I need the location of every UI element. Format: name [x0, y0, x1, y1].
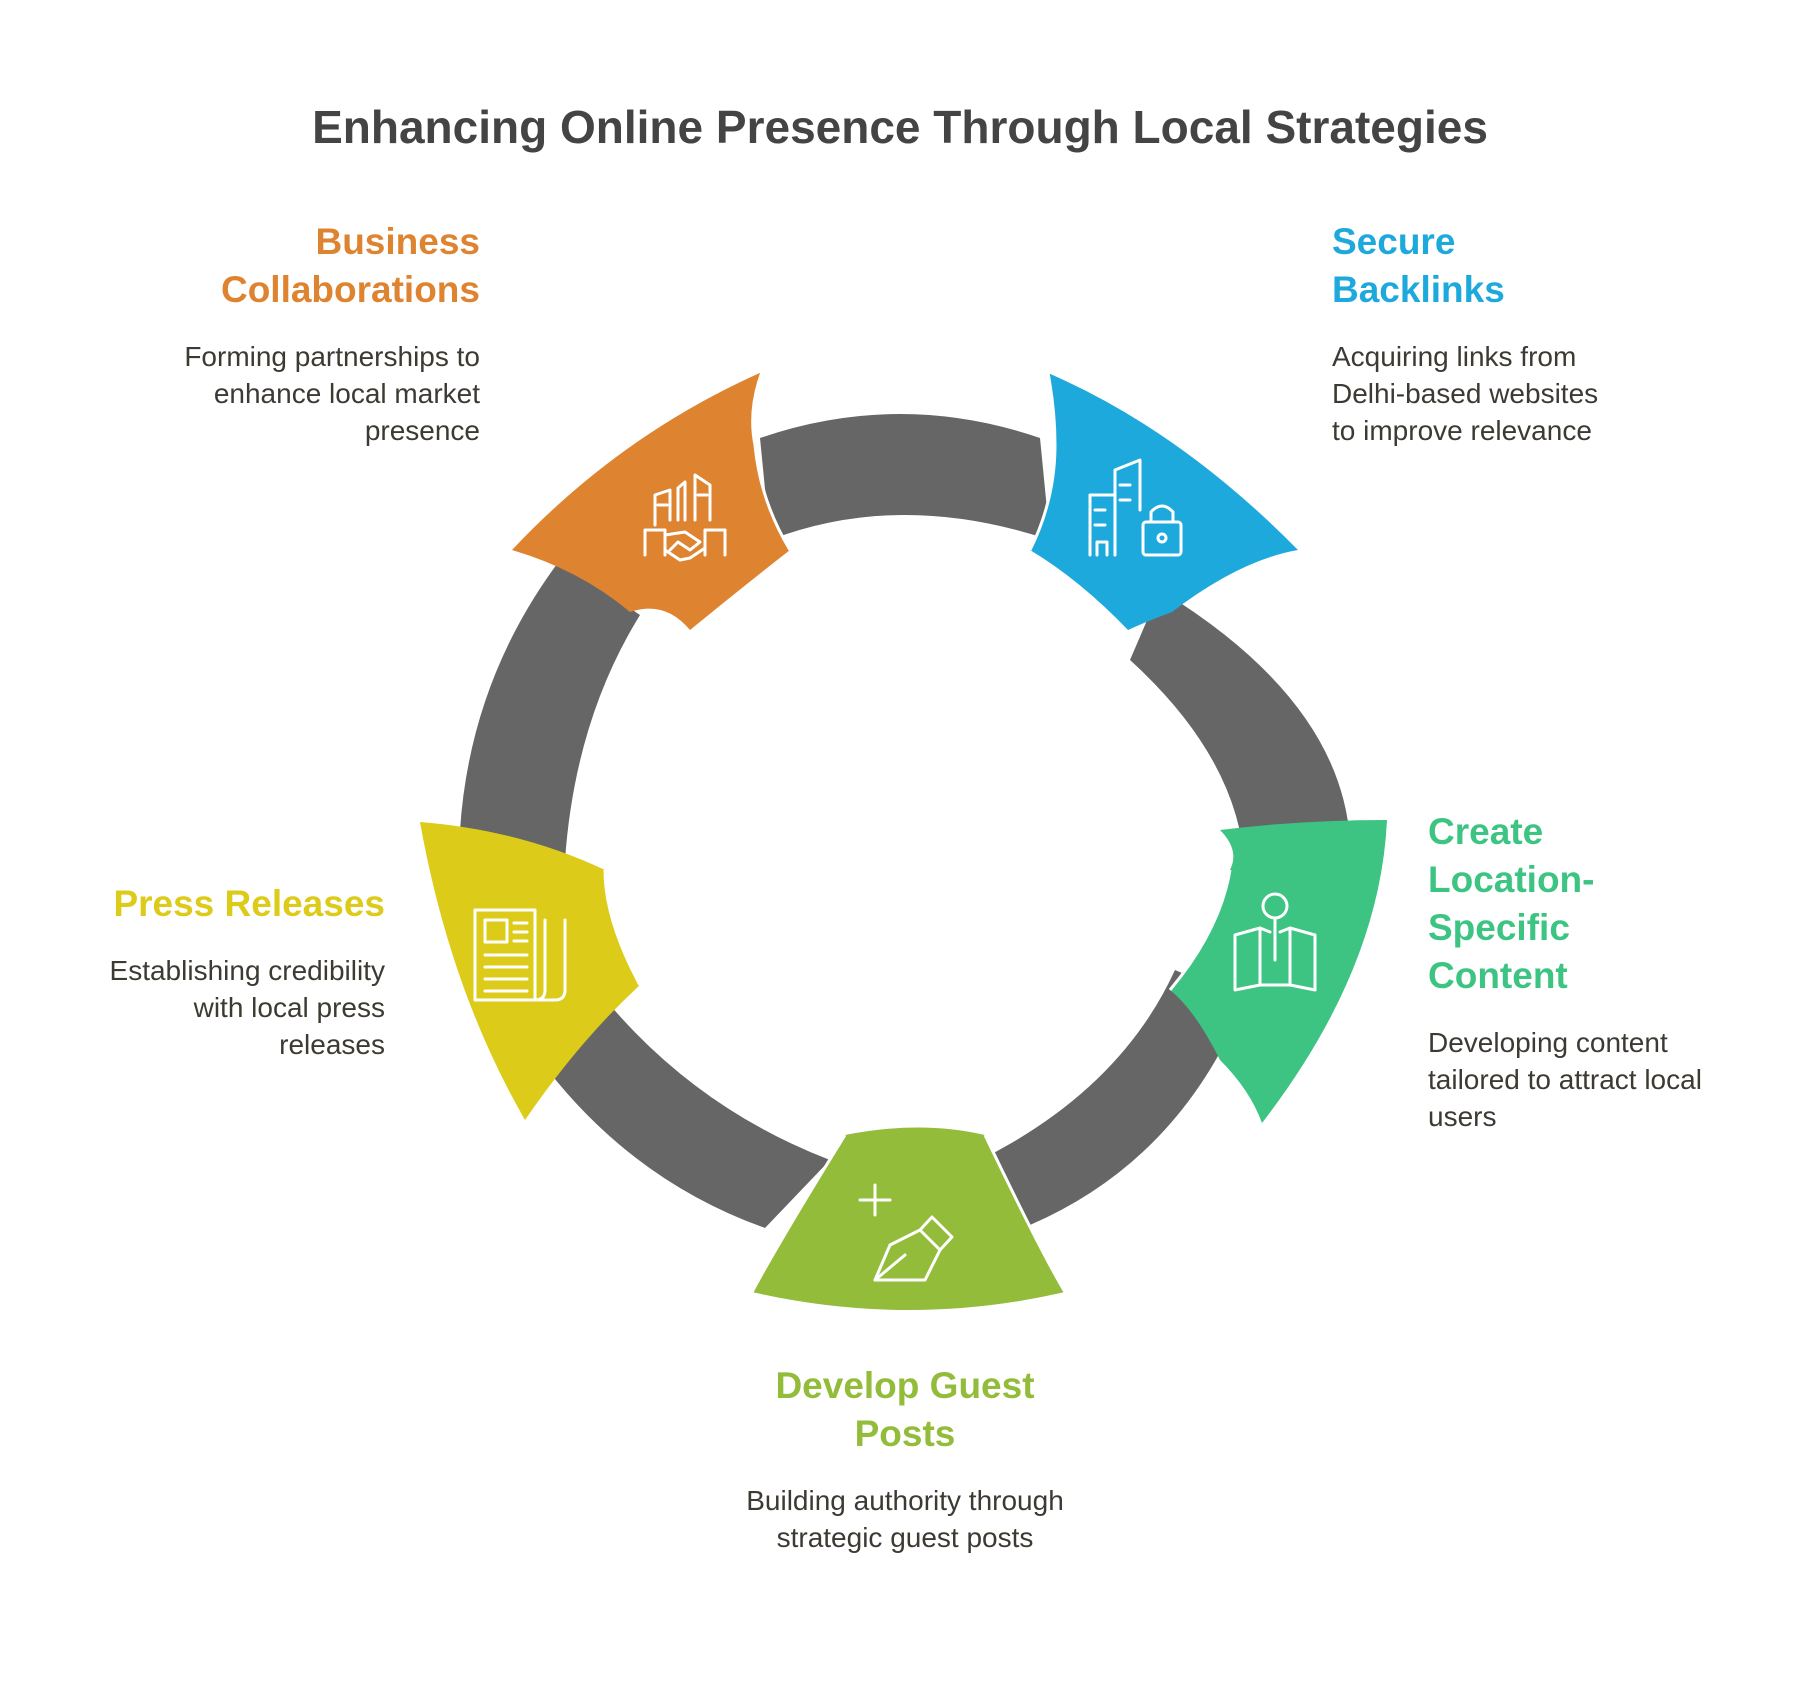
step-description: Acquiring links from Delhi-based website… — [1332, 341, 1599, 446]
step-heading: Develop Guest Posts — [775, 1365, 1035, 1454]
step-location-content: Create Location-Specific Content Develop… — [1428, 808, 1718, 1135]
ring-segment-lower-right — [980, 970, 1245, 1225]
pen-nib-icon — [858, 1183, 954, 1282]
map-pin-icon — [1233, 892, 1317, 992]
block-edges — [603, 371, 1232, 1293]
ring-segments — [460, 414, 1350, 1228]
edge-lime-left — [750, 1134, 847, 1293]
step-heading: Secure Backlinks — [1332, 221, 1505, 310]
buildings-lock-icon — [1088, 458, 1183, 557]
step-heading: Business Collaborations — [220, 221, 480, 310]
edge-orange — [751, 371, 792, 551]
edge-lime-right — [983, 1134, 1067, 1293]
block-guest-posts — [752, 1127, 1065, 1310]
step-guest-posts: Develop Guest Posts Building authority t… — [745, 1362, 1065, 1556]
block-secure-backlinks — [1030, 373, 1298, 630]
handshake-icon — [643, 473, 727, 562]
step-description: Establishing credibility with local pres… — [109, 955, 385, 1060]
block-press-releases — [420, 822, 640, 1120]
block-business-collaborations — [512, 372, 790, 630]
edge-green — [1168, 869, 1232, 991]
step-press-releases: Press Releases Establishing credibility … — [85, 880, 385, 1063]
step-heading: Press Releases — [113, 883, 385, 924]
step-heading: Create Location-Specific Content — [1428, 811, 1595, 996]
edge-yellow — [603, 869, 642, 986]
step-business-collaborations: Business Collaborations Forming partners… — [180, 218, 480, 449]
step-secure-backlinks: Secure Backlinks Acquiring links from De… — [1332, 218, 1622, 449]
diagram-title: Enhancing Online Presence Through Local … — [312, 101, 1488, 153]
ring-segment-right — [1130, 590, 1350, 870]
edge-blue — [1028, 372, 1057, 551]
step-description: Developing content tailored to attract l… — [1428, 1027, 1702, 1132]
ring-segment-lower-left — [540, 1005, 830, 1228]
step-description: Building authority through strategic gue… — [746, 1485, 1064, 1553]
step-description: Forming partnerships to enhance local ma… — [184, 341, 480, 446]
ring-segment-top — [760, 414, 1050, 540]
ring-segment-left — [460, 560, 640, 860]
newspaper-icon — [473, 908, 567, 1002]
